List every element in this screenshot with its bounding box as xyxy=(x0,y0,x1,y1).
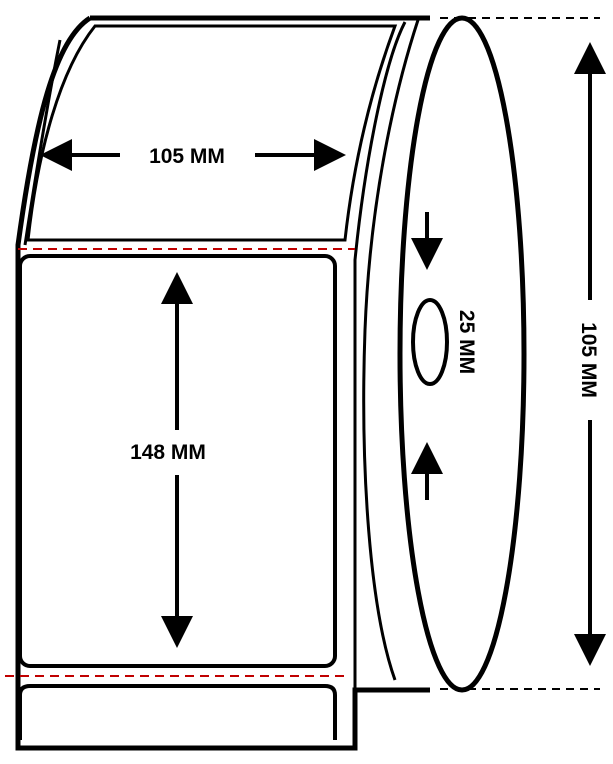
label-width-text: 105 MM xyxy=(149,145,225,168)
roll-diameter-text: 105 MM xyxy=(577,322,600,398)
core-hole xyxy=(411,298,449,386)
label-height-text: 148 MM xyxy=(130,441,206,464)
top-label xyxy=(26,24,398,242)
bottom-label xyxy=(18,684,337,740)
roll-body xyxy=(15,15,430,751)
main-label xyxy=(18,254,337,668)
core-diameter-text: 25 MM xyxy=(455,310,478,374)
